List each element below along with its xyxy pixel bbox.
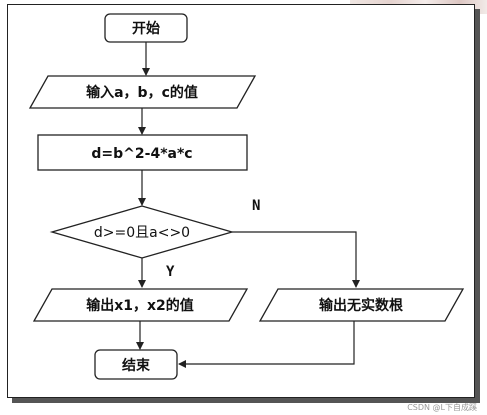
output-yes-node-label: 输出x1，x2的值: [86, 297, 194, 314]
end-node-label: 结束: [122, 357, 151, 374]
decision-node: d>=0且a<>0: [49, 205, 235, 259]
input-node-label: 输入a，b，c的值: [86, 84, 198, 101]
flowchart-frame: [7, 4, 475, 398]
process-node: d=b^2-4*a*c: [37, 134, 248, 171]
decision-node-label: d>=0且a<>0: [94, 225, 190, 241]
end-node: 结束: [94, 349, 178, 380]
output-no-node: 输出无实数根: [258, 288, 465, 322]
start-node: 开始: [104, 13, 188, 43]
watermark-text: CSDN @L下自成蹊: [407, 403, 477, 412]
output-no-node-label: 输出无实数根: [319, 297, 404, 314]
edge-decision-to-output-no: [232, 231, 360, 288]
branch-label-no: N: [252, 198, 260, 214]
process-node-label: d=b^2-4*a*c: [91, 146, 192, 162]
edge-output-no-to-end: [178, 321, 355, 368]
output-yes-node: 输出x1，x2的值: [32, 288, 249, 322]
branch-label-yes: Y: [166, 264, 175, 280]
input-node: 输入a，b，c的值: [28, 75, 257, 109]
start-node-label: 开始: [132, 20, 160, 37]
